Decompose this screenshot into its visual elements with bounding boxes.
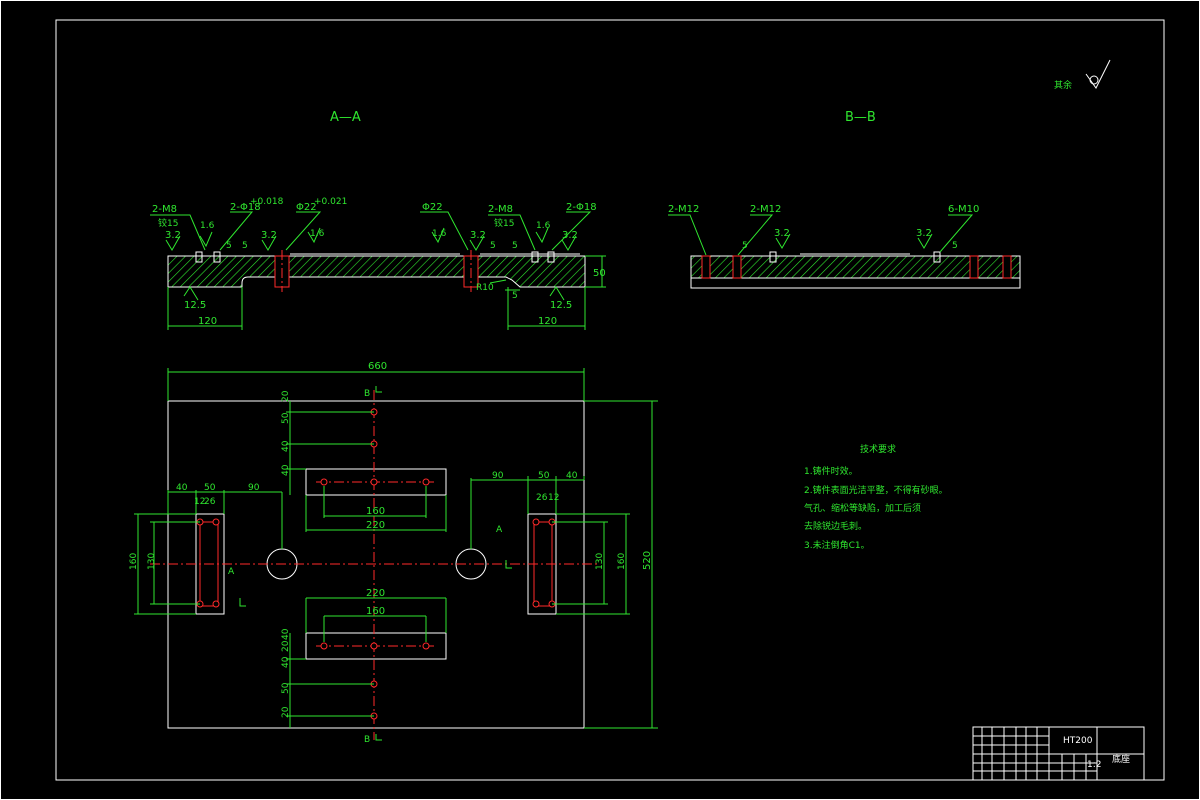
surface-note: 其余 — [1054, 79, 1072, 91]
dim-5-a3: 5 — [490, 241, 496, 251]
dim-overall-520: 520 — [642, 551, 653, 570]
callout-d18-right: 2-Φ18 — [566, 202, 597, 213]
note-3: 气孔、缩松等缺陷，加工后须 — [804, 502, 921, 514]
rough-16-a3: 1.6 — [432, 229, 447, 239]
rough-32-b1: 3.2 — [774, 228, 790, 239]
note-1: 1.铸件时效。 — [804, 465, 858, 477]
dim-20-bot1: 20 — [281, 640, 291, 652]
dim-left-50: 50 — [204, 483, 216, 493]
dim-40-top2: 40 — [281, 464, 291, 476]
dim-20-bot: 20 — [281, 706, 291, 718]
dim-5-a1: 5 — [226, 241, 232, 251]
rough-32-a1: 3.2 — [165, 230, 181, 241]
dim-20-top: 20 — [281, 390, 291, 402]
dim-5-a5: 5 — [512, 291, 518, 301]
dim-slot-160-lower: 160 — [366, 606, 385, 617]
dim-right-90: 90 — [492, 471, 504, 481]
dim-5-b2: 5 — [952, 241, 958, 251]
callout-m8-right-sub: 铰15 — [494, 217, 514, 229]
dim-right-50: 50 — [538, 471, 550, 481]
rough-32-b2: 3.2 — [916, 228, 932, 239]
dim-right-130: 130 — [595, 553, 605, 570]
cut-a-right: A — [496, 525, 503, 535]
dim-5-a4: 5 — [512, 241, 518, 251]
dim-5-a2: 5 — [242, 241, 248, 251]
dim-left-130: 130 — [147, 553, 157, 570]
dim-right-120: 120 — [538, 316, 557, 327]
dim-right-12: 12 — [548, 493, 559, 503]
callout-m10: 6-M10 — [948, 204, 979, 215]
dim-left-120: 120 — [198, 316, 217, 327]
technical-notes: 技术要求 1.铸件时效。 2.铸件表面光洁平整，不得有砂眼。 气孔、缩松等缺陷，… — [804, 443, 948, 551]
callout-d22-right: Φ22 — [422, 202, 443, 213]
callout-d18-left: 2-Φ18 — [230, 202, 261, 213]
rough-16-a1: 1.6 — [200, 221, 215, 231]
section-b-title: B—B — [845, 110, 876, 125]
dim-left-26: 26 — [204, 497, 216, 507]
section-a-body — [167, 255, 586, 288]
dim-40-top: 40 — [281, 440, 291, 452]
callout-d22-tol: +0.021 — [314, 197, 347, 207]
section-b-view: 2-M12 2-M12 6-M10 3.2 3.2 5 5 — [668, 204, 1021, 289]
dim-left-160: 160 — [129, 553, 139, 570]
drawing-frame — [55, 19, 1165, 781]
dim-right-26: 26 — [536, 493, 548, 503]
section-a-view: 2-M8 铰15 2-Φ18 +0.018 Φ22 +0.021 Φ22 2-M… — [150, 197, 606, 330]
dim-left-40: 40 — [176, 483, 188, 493]
dim-slot-160-upper: 160 — [366, 506, 385, 517]
rough-16-a4: 1.6 — [536, 221, 551, 231]
roughness-symbol-icon — [1085, 59, 1111, 89]
dim-left-12: 12 — [194, 497, 205, 507]
callout-m8-left: 2-M8 — [152, 204, 177, 215]
dim-50-bot: 50 — [281, 682, 291, 694]
note-2: 2.铸件表面光洁平整，不得有砂眼。 — [804, 484, 948, 496]
note-4: 去除锐边毛刺。 — [804, 520, 867, 532]
callout-m12-a: 2-M12 — [668, 204, 699, 215]
notes-heading: 技术要求 — [860, 443, 896, 455]
cut-a-left: A — [228, 567, 235, 577]
rough-125-left: 12.5 — [184, 300, 206, 311]
dim-left-90: 90 — [248, 483, 260, 493]
dim-40-bot2: 40 — [281, 656, 291, 668]
scale-label: 1:2 — [1087, 760, 1101, 770]
dim-height-50: 50 — [593, 268, 606, 279]
title-block: HT200 底座 1:2 — [972, 726, 1145, 781]
rough-125-right: 12.5 — [550, 300, 572, 311]
dim-50-top: 50 — [281, 412, 291, 424]
dim-fillet-r10: R10 — [476, 283, 494, 293]
cut-b-top: B — [364, 389, 370, 399]
callout-m8-right: 2-M8 — [488, 204, 513, 215]
callout-m12-b: 2-M12 — [750, 204, 781, 215]
cut-b-bottom: B — [364, 735, 370, 745]
dim-40-bot: 40 — [281, 628, 291, 640]
callout-m8-left-sub: 铰15 — [158, 217, 178, 229]
note-5: 3.未注倒角C1。 — [804, 539, 870, 551]
rough-16-a2: 1.6 — [310, 229, 325, 239]
rough-32-a4: 3.2 — [562, 230, 578, 241]
dim-slot-220-upper: 220 — [366, 520, 385, 531]
dim-right-160: 160 — [617, 553, 627, 570]
dim-slot-220-lower: 220 — [366, 588, 385, 599]
callout-d18-tol: +0.018 — [250, 197, 284, 207]
section-a-title: A—A — [330, 110, 361, 125]
part-name-label: 底座 — [1112, 753, 1130, 765]
material-label: HT200 — [1063, 736, 1093, 746]
rough-32-a2: 3.2 — [261, 230, 277, 241]
dim-5-b1: 5 — [742, 241, 748, 251]
dim-right-40: 40 — [566, 471, 578, 481]
callout-d22-left: Φ22 — [296, 202, 317, 213]
plan-view: 660 520 220 160 220 160 20 50 40 — [129, 361, 658, 745]
rough-32-a3: 3.2 — [470, 230, 486, 241]
dim-overall-660: 660 — [368, 361, 387, 372]
